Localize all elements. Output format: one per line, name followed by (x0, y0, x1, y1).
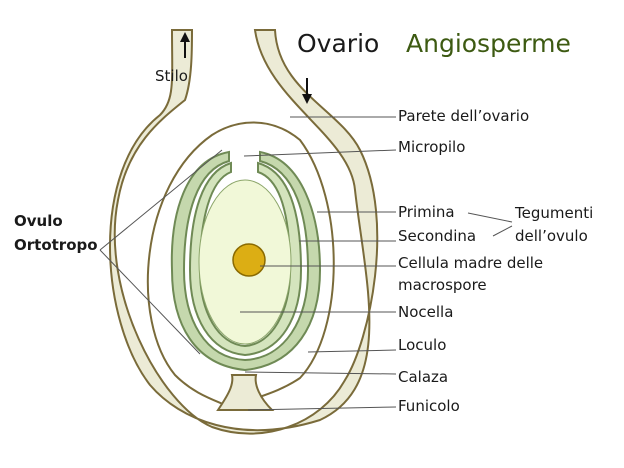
cellula-label-1: Cellula madre delle (398, 254, 543, 272)
title-ovario: Ovario (297, 29, 379, 58)
arrow-down-head (302, 94, 312, 104)
outer-integument (170, 150, 322, 372)
ortotropo-label: Ortotropo (14, 236, 98, 254)
dellovulo-label: dell’ovulo (515, 227, 588, 245)
inner-integument (188, 161, 303, 357)
calaza-label: Calaza (398, 368, 448, 386)
leader-ovulo-2 (99, 249, 201, 355)
megaspore-mother-cell (232, 243, 266, 277)
loculo-label: Loculo (398, 336, 446, 354)
leader-loculo (307, 349, 397, 353)
parete-label: Parete dell’ovario (398, 107, 529, 125)
leader-calaza (244, 371, 397, 375)
leader-ovulo-1 (99, 149, 223, 251)
leader-tegumenti-2 (492, 225, 513, 237)
micropilo-label: Micropilo (398, 138, 465, 156)
leader-funicolo (247, 406, 397, 411)
nocella-label: Nocella (398, 303, 453, 321)
cellula-label-2: macrospore (398, 276, 487, 294)
stilo-arrow-up-head (180, 32, 190, 42)
leader-tegumenti-1 (467, 212, 513, 223)
funicle (216, 374, 275, 411)
funicolo-label: Funicolo (398, 397, 460, 415)
title-angiosperme: Angiosperme (406, 29, 571, 58)
stilo-label: Stilo (155, 67, 188, 85)
leader-micropilo (243, 149, 397, 157)
tegumenti-label: Tegumenti (514, 204, 593, 222)
primina-label: Primina (398, 203, 455, 221)
secondina-label: Secondina (398, 227, 476, 245)
ovary-wall (109, 29, 379, 435)
ovulo-label: Ovulo (14, 212, 63, 230)
